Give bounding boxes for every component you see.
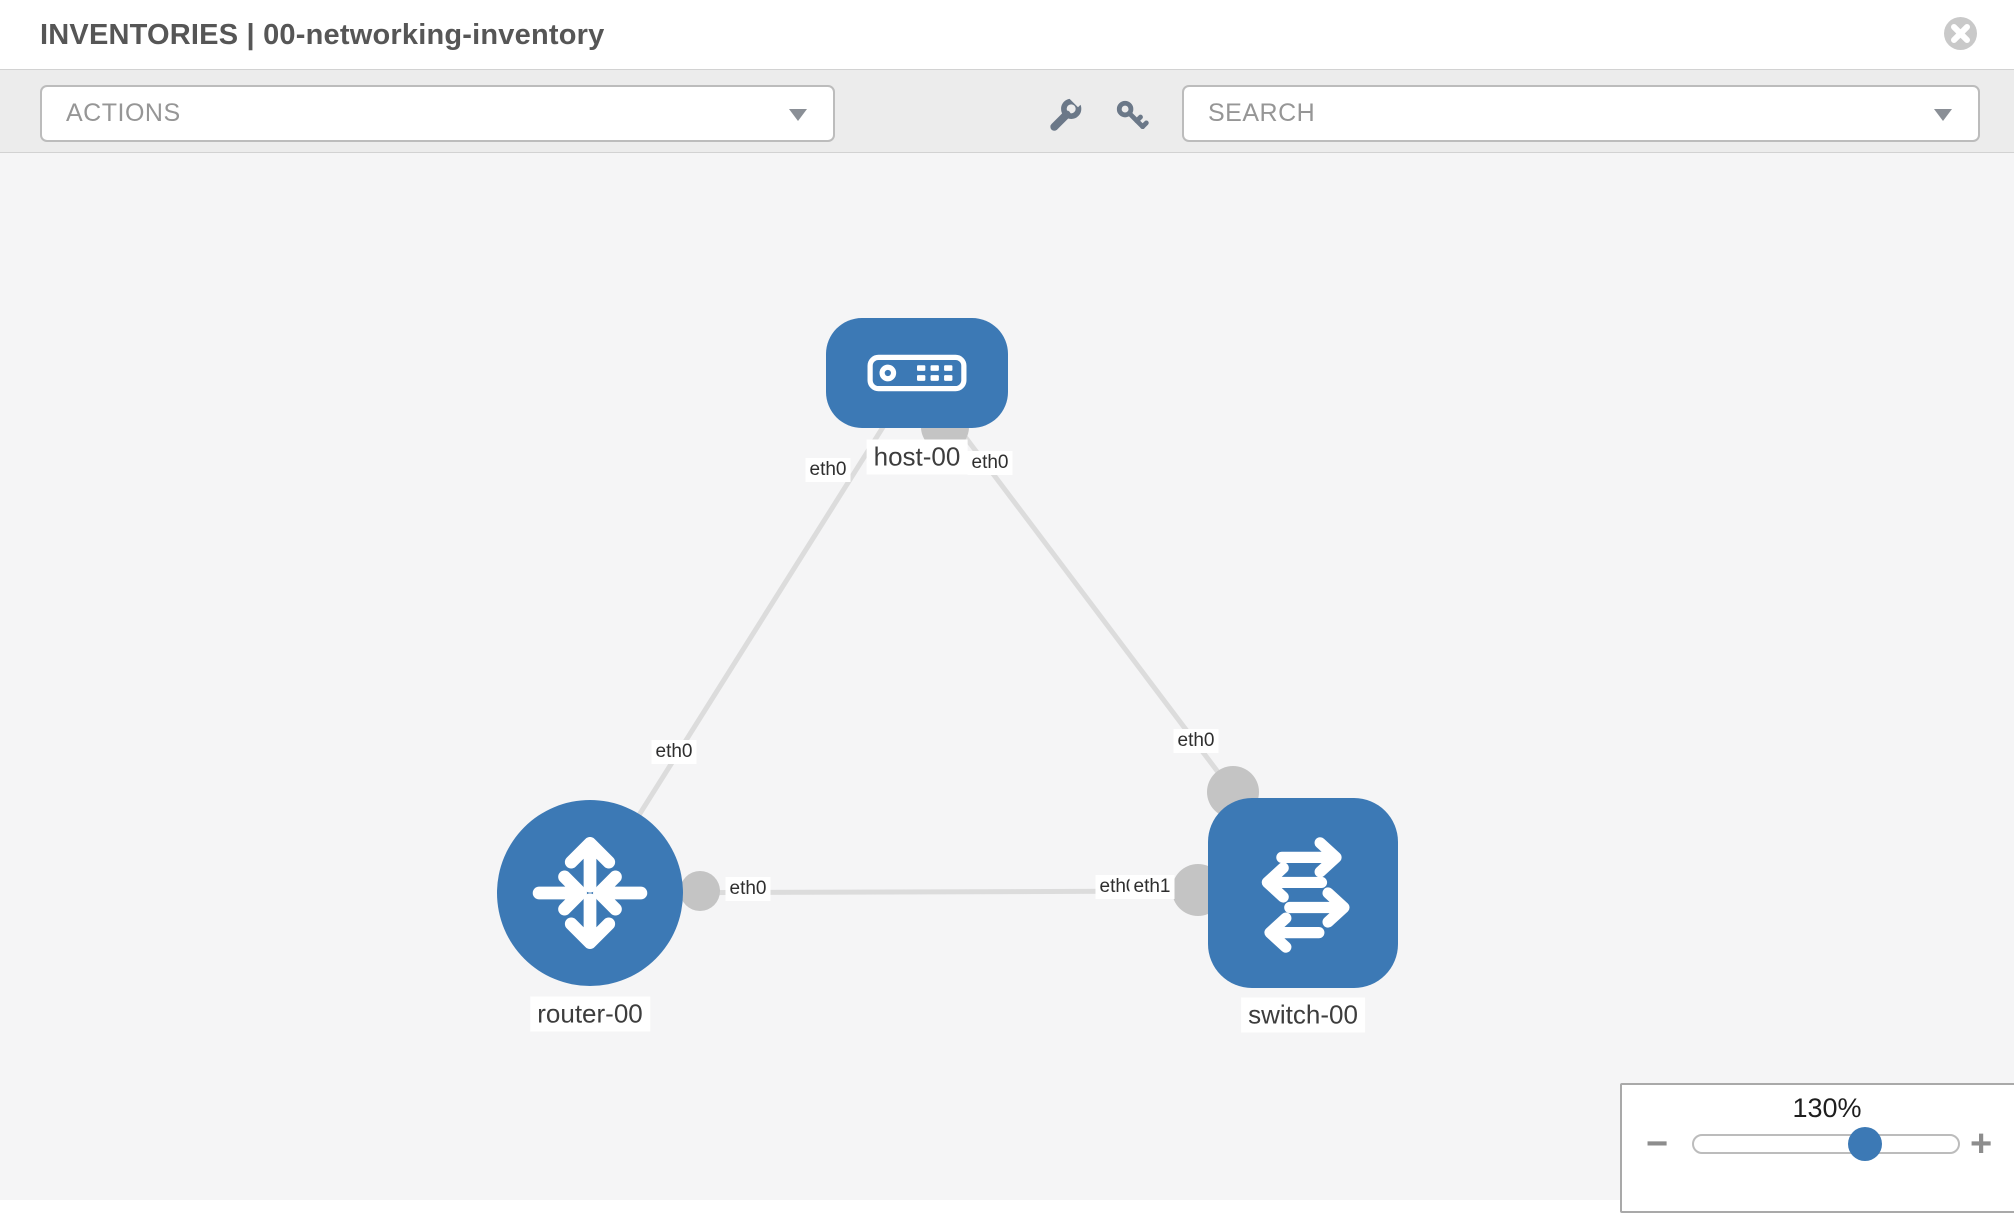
wrench-icon[interactable] (1047, 97, 1083, 133)
link-router-host[interactable] (587, 371, 920, 895)
interface-label-router-eth0: eth0 (651, 740, 697, 764)
node-label-switch-00: switch-00 (1241, 997, 1365, 1033)
node-host-00[interactable] (826, 318, 1008, 428)
toolbar: ACTIONS SEARCH (0, 70, 2014, 153)
node-router-00[interactable] (497, 800, 683, 986)
key-icon[interactable] (1115, 99, 1149, 133)
interface-label-switch-eth1: eth1 (1129, 875, 1175, 899)
zoom-level-text: 130% (1792, 1093, 1862, 1123)
topology-edges (587, 371, 1259, 916)
node-switch-00[interactable] (1208, 798, 1398, 988)
zoom-slider-thumb[interactable] (1848, 1127, 1882, 1161)
chevron-down-icon (789, 109, 807, 121)
zoom-slider-track[interactable] (1692, 1134, 1960, 1154)
search-dropdown[interactable]: SEARCH (1182, 85, 1980, 142)
link-switch-host[interactable] (915, 371, 1235, 794)
actions-dropdown-label: ACTIONS (66, 99, 181, 127)
chevron-down-icon (1934, 109, 1952, 121)
header: INVENTORIES | 00-networking-inventory (0, 0, 2014, 70)
port-router-eth0[interactable] (680, 871, 720, 911)
interface-label-host-eth0: eth0 (805, 458, 851, 482)
interface-label-host-eth0b: eth0 (967, 451, 1013, 475)
switch-icon (1261, 837, 1350, 953)
page-title: INVENTORIES | 00-networking-inventory (40, 19, 605, 51)
actions-dropdown[interactable]: ACTIONS (40, 85, 835, 142)
node-label-host-00: host-00 (866, 439, 968, 475)
topology-canvas[interactable]: host-00 router-00 switch-00 eth0 eth0 et… (0, 153, 2014, 1200)
zoom-out-button[interactable]: − (1646, 1123, 1669, 1165)
node-label-router-00: router-00 (530, 996, 650, 1032)
close-icon[interactable] (1943, 16, 1978, 51)
interface-label-switch-eth0: eth0 (1173, 729, 1219, 753)
router-icon (532, 837, 648, 949)
zoom-panel: 130% − + (1620, 1083, 2014, 1213)
interface-label-router-eth0b: eth0 (725, 877, 771, 901)
search-dropdown-label: SEARCH (1208, 99, 1316, 127)
host-icon (867, 354, 967, 392)
zoom-in-button[interactable]: + (1970, 1123, 1993, 1165)
